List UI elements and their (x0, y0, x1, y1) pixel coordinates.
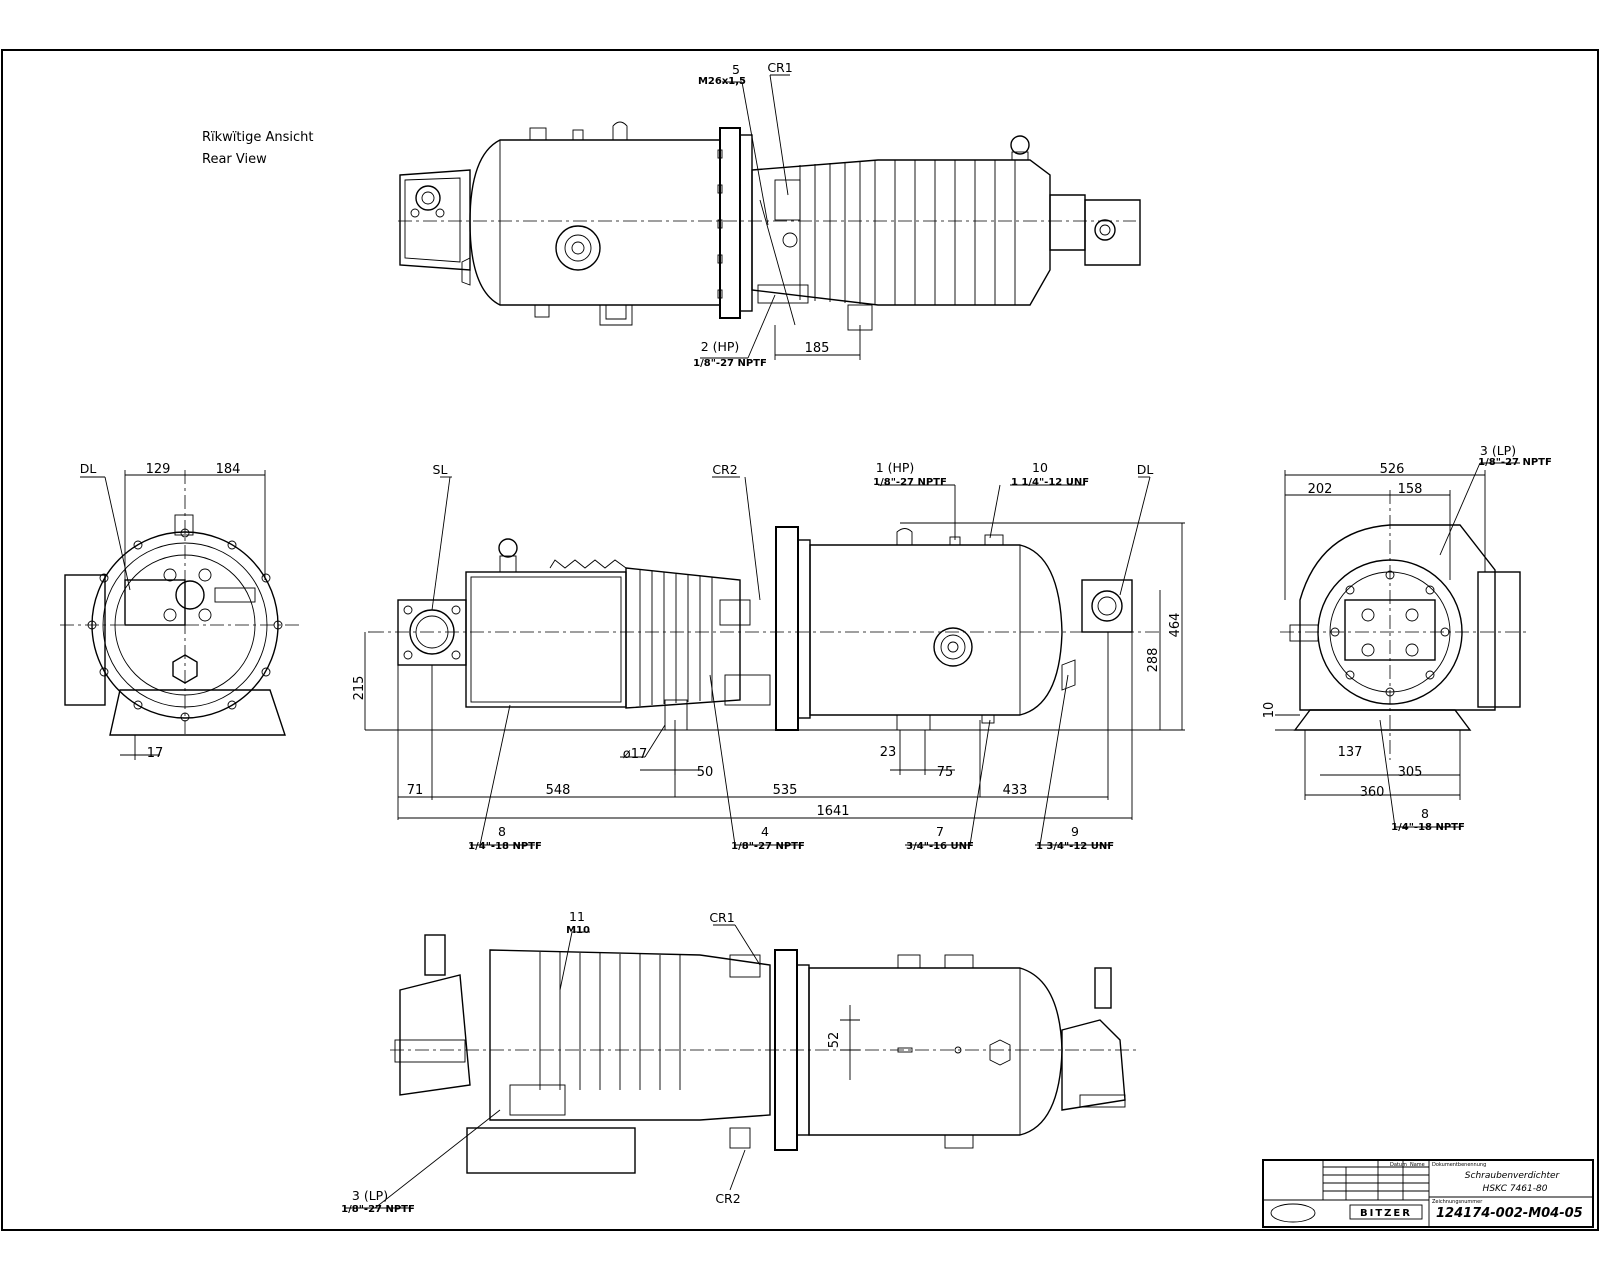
view-note-de: Rïkwïtige Ansicht (202, 130, 314, 145)
front-dim-23: 23 (880, 745, 897, 760)
top-dim-185: 185 (805, 341, 830, 356)
front-conn10-number: 10 (1032, 460, 1048, 475)
right-dim-526: 526 (1380, 462, 1405, 477)
tb-designation-label: Dokumentbenennung (1432, 1162, 1486, 1168)
right-dim-137: 137 (1338, 745, 1363, 760)
front-conn9-spec: 1 3/4"-12 UNF (1036, 841, 1114, 852)
top-conn5-number: 5 (732, 62, 740, 77)
bottom-cr2-label: CR2 (715, 1191, 740, 1206)
front-dim-548: 548 (546, 783, 571, 798)
left-dim-129: 129 (146, 462, 171, 477)
left-dim-17: 17 (147, 746, 164, 761)
top-conn2-number: 2 (HP) (701, 339, 740, 354)
front-dim-75: 75 (937, 765, 954, 780)
front-dim-71: 71 (407, 783, 424, 798)
sheet-border (1, 49, 1599, 1231)
bottom-view: 11 M10 CR1 52 3 (LP) 1/8"-27 NPTF CR2 (341, 909, 1140, 1215)
right-dim-202: 202 (1308, 482, 1333, 497)
front-conn1-spec: 1/8"-27 NPTF (873, 477, 947, 488)
front-conn9-number: 9 (1071, 824, 1079, 839)
front-conn1-number: 1 (HP) (876, 460, 915, 475)
right-conn3-spec: 1/8"-27 NPTF (1478, 457, 1552, 468)
bottom-conn3-spec: 1/8"-27 NPTF (341, 1204, 415, 1215)
front-dl-label: DL (1137, 462, 1154, 477)
right-dim-360: 360 (1360, 785, 1385, 800)
top-cr1-label: CR1 (767, 60, 792, 75)
tb-model: HSKC 7461-80 (1483, 1184, 1548, 1194)
front-conn7-spec: 3/4"-16 UNF (906, 841, 974, 852)
front-dim-535: 535 (773, 783, 798, 798)
front-cr2-label: CR2 (712, 462, 737, 477)
front-dim-464: 464 (1168, 613, 1183, 638)
front-dim-433: 433 (1003, 783, 1028, 798)
bottom-conn3-number: 3 (LP) (352, 1188, 388, 1203)
right-dim-305: 305 (1398, 765, 1423, 780)
title-block: Datum Name BITZER Dokumentbenennung Schr… (1262, 1159, 1594, 1228)
left-dl-label: DL (80, 461, 97, 476)
front-dim-288: 288 (1146, 648, 1161, 673)
front-conn10-spec: 1 1/4"-12 UNF (1011, 477, 1089, 488)
bottom-cr1-label: CR1 (709, 910, 734, 925)
bottom-dim-52: 52 (827, 1032, 842, 1049)
left-end-view: DL 129 184 17 (60, 461, 300, 761)
tb-drawing-number-label: Zeichnungsnummer (1432, 1199, 1483, 1205)
tb-designation: Schraubenverdichter (1465, 1171, 1561, 1181)
right-conn3-number: 3 (LP) (1480, 443, 1516, 458)
tb-date-label: Datum (1390, 1162, 1407, 1168)
view-note-en: Rear View (202, 152, 267, 167)
front-conn7-number: 7 (936, 824, 944, 839)
right-conn8-number: 8 (1421, 806, 1429, 821)
bottom-conn11-number: 11 (569, 909, 585, 924)
top-conn2-spec: 1/8"-27 NPTF (693, 358, 767, 369)
tb-name-label: Name (1410, 1162, 1425, 1168)
top-view: 5 M26x1,5 CR1 2 (HP) 1/8"-27 NPTF 185 (398, 60, 1141, 369)
front-dim-dia17: ø17 (623, 747, 648, 762)
tb-drawing-number: 124174-002-M04-05 (1436, 1206, 1583, 1221)
front-conn4-number: 4 (761, 824, 769, 839)
front-view: SL CR2 1 (HP) 1/8"-27 NPTF 10 1 1/4"-12 … (352, 460, 1185, 852)
front-dim-1641: 1641 (816, 804, 849, 819)
front-conn4-spec: 1/8"-27 NPTF (731, 841, 805, 852)
tb-brand: BITZER (1360, 1208, 1412, 1219)
top-conn5-spec: M26x1,5 (698, 76, 746, 87)
front-conn8-number: 8 (498, 824, 506, 839)
front-dim-50: 50 (697, 765, 714, 780)
right-dim-10: 10 (1262, 702, 1277, 719)
front-sl-label: SL (433, 462, 448, 477)
front-dim-215: 215 (352, 676, 367, 701)
bottom-conn11-spec: M10 (566, 925, 590, 936)
front-conn8-spec: 1/4"-18 NPTF (468, 841, 542, 852)
right-conn8-spec: 1/4"-18 NPTF (1391, 822, 1465, 833)
right-end-view: 3 (LP) 1/8"-27 NPTF 526 202 158 10 137 3… (1262, 443, 1552, 833)
right-dim-158: 158 (1398, 482, 1423, 497)
left-dim-184: 184 (216, 462, 241, 477)
